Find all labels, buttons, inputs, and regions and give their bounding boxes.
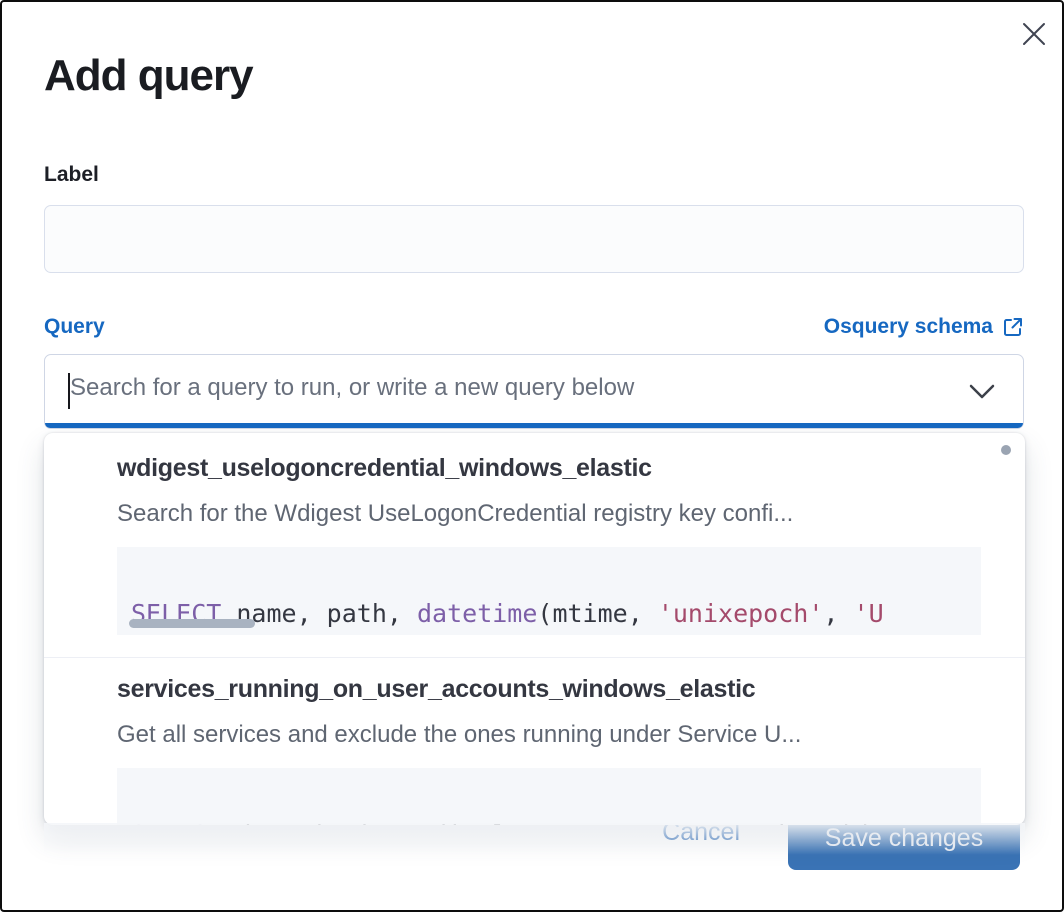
query-field-label: Query bbox=[44, 315, 105, 338]
close-icon bbox=[1023, 23, 1045, 45]
option-divider bbox=[44, 657, 1025, 658]
close-button[interactable] bbox=[1014, 14, 1054, 54]
query-option-description: Search for the Wdigest UseLogonCredentia… bbox=[117, 500, 794, 527]
sql-code-line: SELECT description, display_name, name, … bbox=[117, 804, 981, 825]
query-field-header: Query Osquery schema bbox=[44, 314, 1024, 340]
osquery-schema-link-label: Osquery schema bbox=[823, 315, 993, 338]
external-link-icon bbox=[1004, 318, 1022, 336]
chevron-down-icon[interactable] bbox=[967, 381, 997, 403]
vertical-scrollbar-thumb[interactable] bbox=[1001, 445, 1011, 455]
sql-snippet: SELECT name, path, datetime(mtime, 'unix… bbox=[117, 547, 981, 635]
query-option-description: Get all services and exclude the ones ru… bbox=[117, 721, 802, 748]
sql-snippet: SELECT description, display_name, name, … bbox=[117, 768, 981, 825]
query-search-input[interactable] bbox=[45, 355, 1023, 428]
horizontal-scrollbar-thumb[interactable] bbox=[129, 619, 255, 628]
query-option-title: services_running_on_user_accounts_window… bbox=[117, 675, 756, 703]
query-option-title: wdigest_uselogoncredential_windows_elast… bbox=[117, 454, 652, 482]
text-cursor bbox=[68, 373, 70, 409]
query-option-wdigest[interactable]: wdigest_uselogoncredential_windows_elast… bbox=[44, 433, 1025, 635]
query-option-services[interactable]: services_running_on_user_accounts_window… bbox=[44, 658, 1025, 825]
label-field-label: Label bbox=[44, 163, 99, 186]
label-input[interactable] bbox=[44, 205, 1024, 273]
osquery-schema-link[interactable]: Osquery schema bbox=[824, 315, 1024, 339]
query-suggestions-dropdown: wdigest_uselogoncredential_windows_elast… bbox=[44, 433, 1025, 825]
query-combobox[interactable] bbox=[44, 354, 1024, 429]
combobox-focus-bar bbox=[45, 423, 1023, 428]
modal-title: Add query bbox=[44, 51, 254, 100]
